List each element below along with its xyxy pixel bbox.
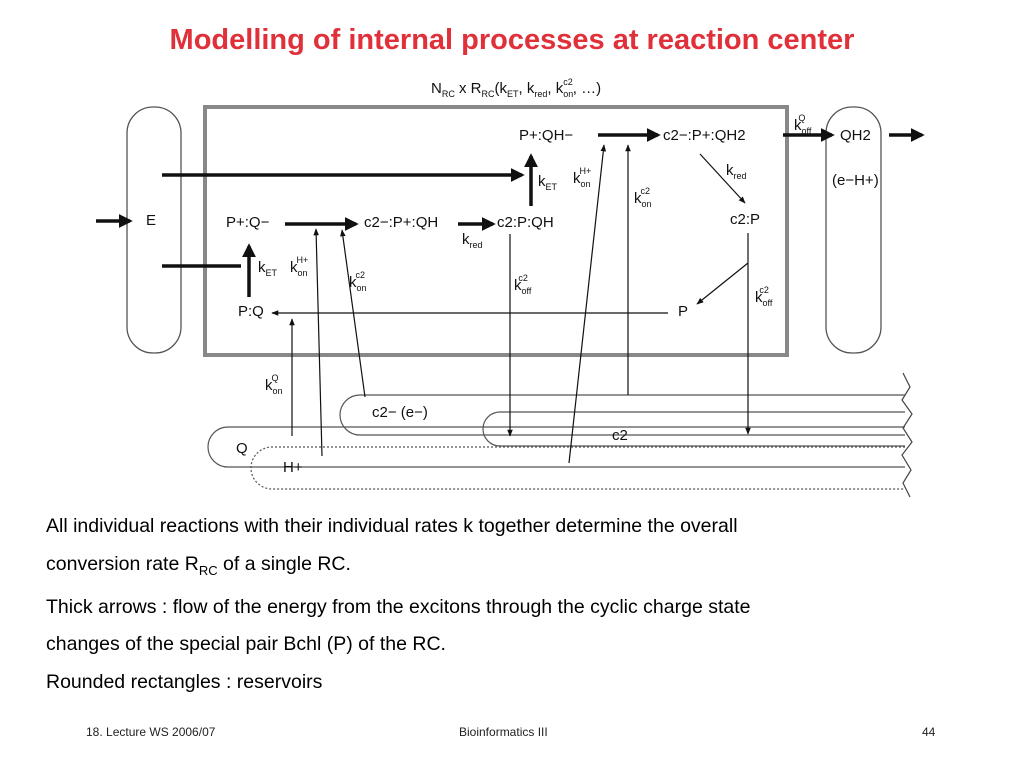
reservoir-label-h-plus: H+	[283, 459, 303, 476]
state-c2-p-qh: c2:P:QH	[497, 214, 554, 231]
caption-line-2: conversion rate RRC of a single RC.	[46, 552, 351, 578]
rate-k-et-lower: kET	[258, 259, 278, 278]
caption-line-4: changes of the special pair Bchl (P) of …	[46, 633, 446, 656]
state-c2-minus-p-plus-qh2: c2−:P+:QH2	[663, 127, 746, 144]
arrow-k-off-c2-p-to-p	[696, 262, 749, 305]
caption-line-1: All individual reactions with their indi…	[46, 515, 738, 537]
rate-k-off-c2-lower: koffc2	[514, 273, 532, 296]
state-p-q: P:Q	[238, 303, 264, 320]
c2-reservoir-tube	[482, 411, 905, 447]
rate-k-on-q: konQ	[265, 373, 283, 396]
c2-minus-reservoir-tube	[339, 394, 905, 436]
caption-line-5: Rounded rectangles : reservoirs	[46, 670, 323, 693]
h-plus-reservoir-tube	[250, 446, 905, 490]
arrow-c2-minus-to-c2-minus-p-plus-qh	[340, 229, 366, 398]
rate-k-off-q: koffQ	[794, 113, 812, 136]
state-e-minus-h-plus: (e−H+)	[832, 172, 879, 189]
reservoir-label-c2-minus: c2− (e−)	[372, 404, 428, 421]
state-e: E	[146, 212, 156, 229]
rate-k-on-c2-lower: konc2	[349, 270, 367, 293]
state-p-plus-q-minus: P+:Q−	[226, 214, 270, 231]
reservoir-break-line	[901, 372, 913, 498]
footer-lecture: 18. Lecture WS 2006/07	[86, 725, 216, 739]
rate-k-red-lower: kred	[462, 231, 483, 250]
state-qh2: QH2	[840, 127, 871, 144]
rate-k-on-h-plus-lower: konH+	[290, 255, 308, 278]
footer-page-number: 44	[922, 725, 936, 739]
state-c2-minus-p-plus-qh: c2−:P+:QH	[364, 214, 438, 231]
arrow-h-plus-to-c2-minus-p-plus-qh	[313, 228, 323, 457]
footer-course: Bioinformatics III	[459, 725, 548, 739]
exciton-reservoir	[126, 106, 182, 354]
reaction-center-box	[203, 105, 789, 357]
rate-k-off-c2-right: koffc2	[755, 285, 773, 308]
state-p: P	[678, 303, 688, 320]
reaction-center-diagram: NRC x RRC(kET, kred, konc2, …) E P+:Q− c…	[96, 77, 925, 498]
rate-k-et-upper: kET	[538, 173, 558, 192]
slide-title: Modelling of internal processes at react…	[169, 24, 855, 56]
qh2-reservoir	[825, 106, 882, 354]
state-c2-p: c2:P	[730, 211, 760, 228]
caption-line-3: Thick arrows : flow of the energy from t…	[46, 595, 751, 618]
reservoir-label-q: Q	[236, 440, 248, 457]
rate-formula: NRC x RRC(kET, kred, konc2, …)	[431, 77, 601, 99]
rate-k-on-h-plus-upper: konH+	[573, 166, 591, 189]
rate-k-red-upper: kred	[726, 162, 747, 181]
rate-k-on-c2-upper: konc2	[634, 186, 652, 209]
reservoir-label-c2: c2	[612, 427, 628, 444]
arrow-h-plus-to-c2-minus-p-plus-qh2	[568, 144, 607, 464]
state-p-plus-qh-minus: P+:QH−	[519, 127, 573, 144]
arrow-k-red-c2-minus-p-plus-qh2-to-c2-p	[699, 153, 746, 204]
caption: All individual reactions with their indi…	[46, 508, 986, 701]
q-reservoir-tube	[207, 426, 905, 468]
